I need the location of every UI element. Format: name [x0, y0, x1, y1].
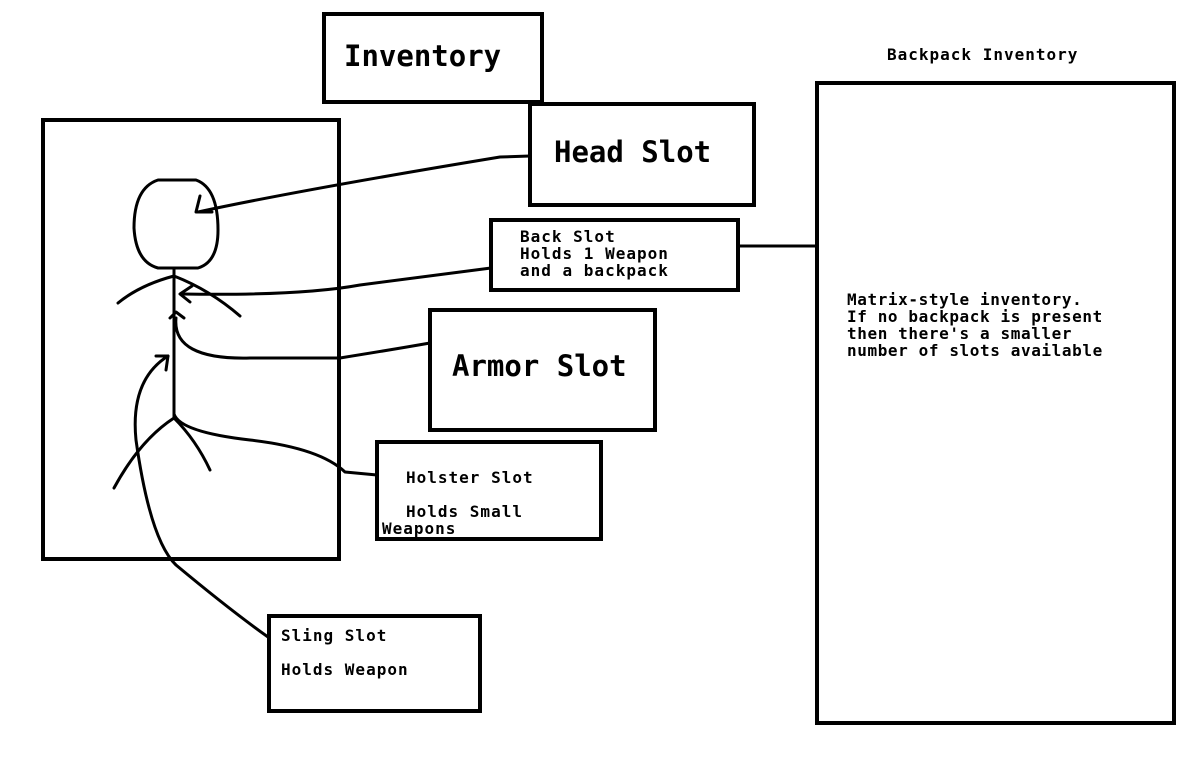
sling-slot-title: Sling Slot — [281, 626, 388, 645]
backpack-inventory-label: Backpack Inventory — [887, 45, 1079, 64]
holster-connector — [172, 412, 379, 477]
figure-left-arm — [116, 274, 176, 305]
sling-slot[interactable]: Sling Slot Holds Weapon — [267, 614, 482, 713]
holster-slot-desc: Holds Small — [406, 502, 523, 521]
inventory-title-box: Inventory — [322, 12, 544, 104]
sling-slot-desc: Holds Weapon — [281, 660, 409, 679]
sling-connector — [133, 354, 270, 639]
holster-slot[interactable]: Holster Slot Holds Small Weapons — [375, 440, 603, 541]
head-slot[interactable]: Head Slot — [528, 102, 756, 207]
head-slot-label: Head Slot — [554, 135, 712, 169]
armor-connector — [174, 316, 432, 360]
back-slot[interactable]: Back Slot Holds 1 Weapon and a backpack — [489, 218, 740, 292]
armor-slot-label: Armor Slot — [452, 349, 627, 383]
character-panel — [41, 118, 341, 561]
holster-slot-title: Holster Slot — [406, 468, 534, 487]
head-connector — [196, 154, 532, 214]
figure-head-hook — [194, 194, 214, 214]
back-slot-label: Back Slot Holds 1 Weapon and a backpack — [520, 227, 669, 280]
figure-head — [132, 178, 220, 270]
backpack-inventory-panel[interactable]: Matrix-style inventory. If no backpack i… — [815, 81, 1176, 725]
holster-slot-desc-2: Weapons — [382, 519, 457, 538]
backpack-description: Matrix-style inventory. If no backpack i… — [847, 290, 1103, 360]
inventory-title: Inventory — [344, 39, 502, 73]
armor-arrow — [168, 310, 186, 320]
armor-slot[interactable]: Armor Slot — [428, 308, 657, 432]
back-arrow — [178, 284, 194, 304]
back-connector — [180, 266, 493, 296]
figure-right-leg — [172, 416, 212, 472]
figure-left-leg — [112, 416, 176, 490]
sling-arrow — [154, 354, 170, 372]
